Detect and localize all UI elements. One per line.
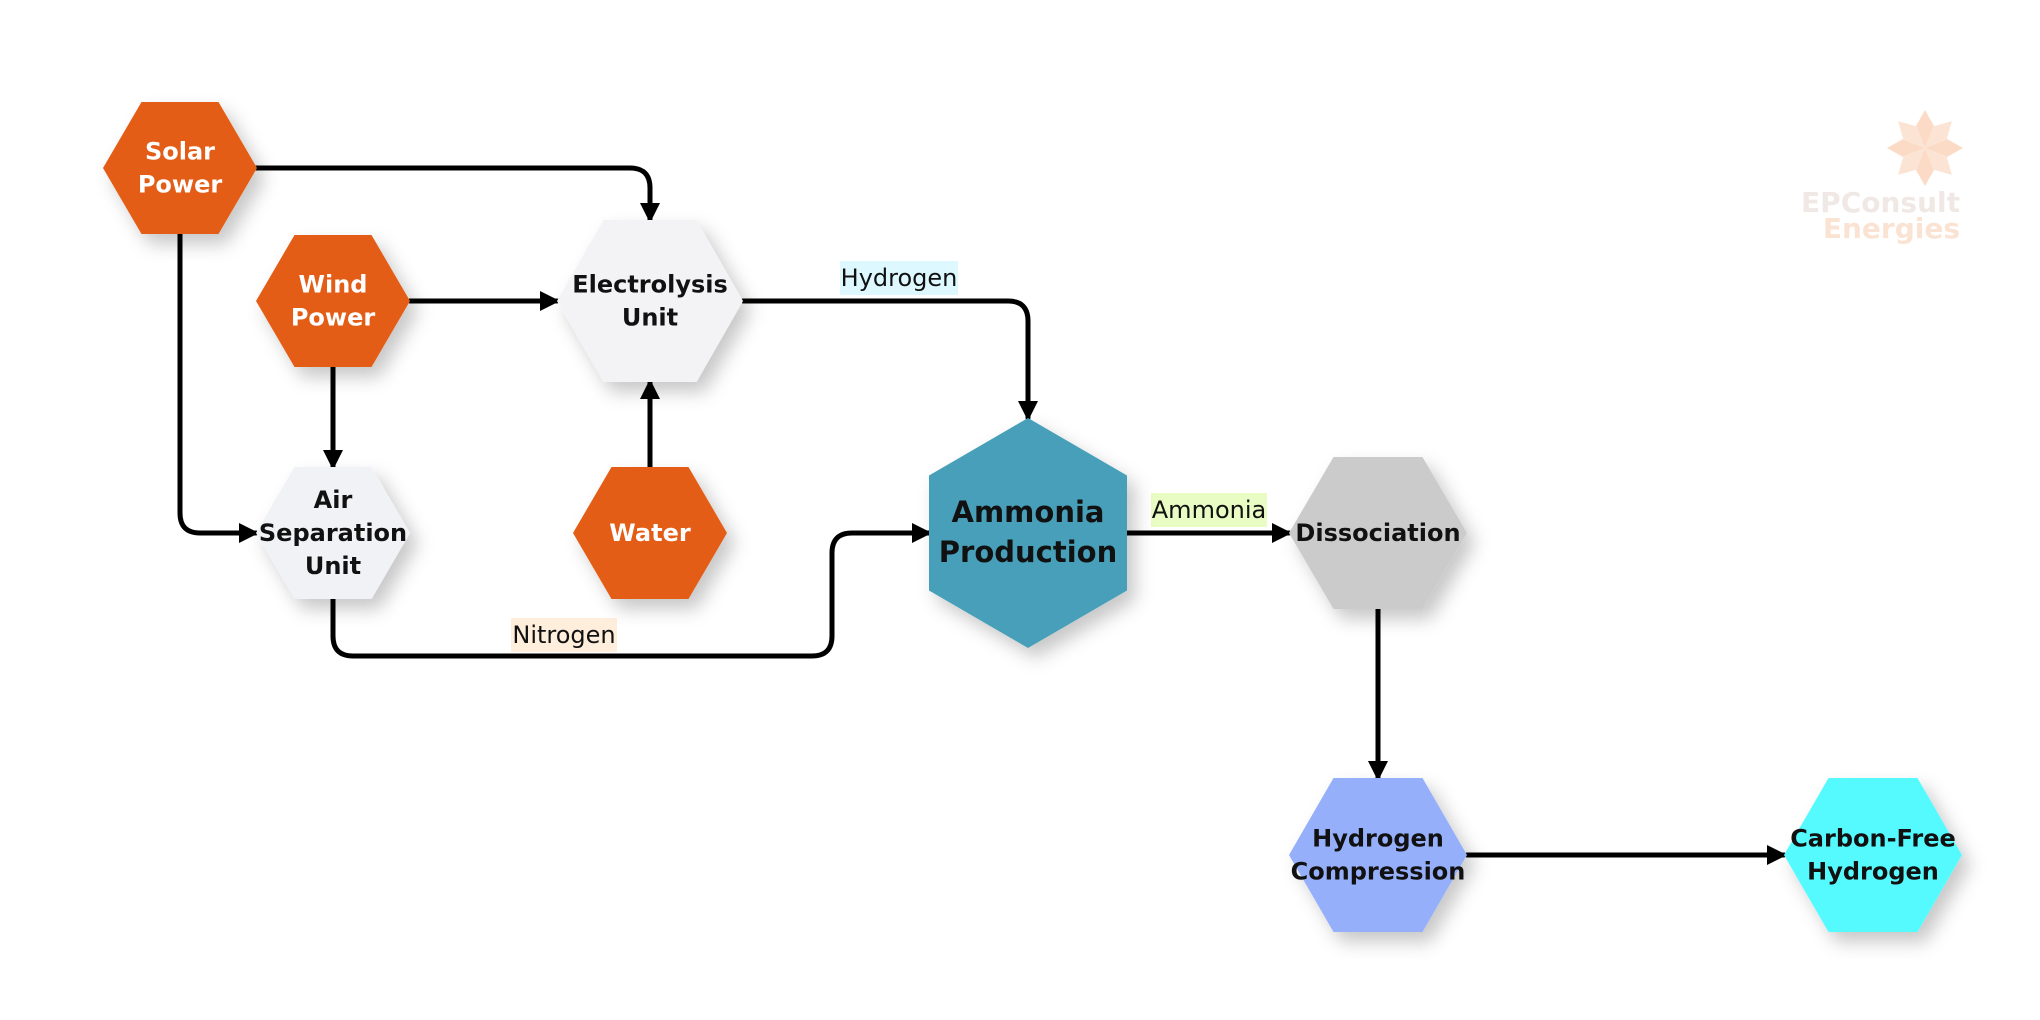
edge-label-text: Ammonia (1152, 496, 1266, 524)
node-label-line: Unit (305, 552, 361, 580)
edge-label-nitrogen: Nitrogen (511, 618, 617, 652)
hexagon-shape (103, 102, 257, 234)
node-label-line: Solar (145, 138, 215, 166)
node-label-line: Unit (622, 304, 678, 332)
node-label-line: Power (138, 171, 223, 199)
logo-line-2: Energies (1823, 212, 1960, 245)
hexagon-shape (557, 220, 743, 382)
edge-electrolysis-unit-to-ammonia-production (740, 298, 1038, 421)
nodes: SolarPowerWindPowerElectrolysisUnitAirSe… (103, 102, 1962, 932)
node-label-line: Hydrogen (1312, 825, 1444, 853)
edge-label-background (511, 618, 617, 652)
node-label-line: Ammonia (952, 495, 1105, 529)
hexagon-shape (256, 467, 410, 599)
node-label-line: Hydrogen (1807, 858, 1939, 886)
edges (177, 165, 1787, 865)
edge-label-text: Nitrogen (512, 621, 615, 649)
hexagon-shape (1289, 457, 1467, 609)
edge-label-text: Hydrogen (841, 264, 958, 292)
edge-solar-power-to-air-separation-unit (177, 231, 259, 543)
edge-air-separation-unit-to-ammonia-production (330, 523, 932, 659)
edge-label-background (840, 261, 958, 295)
node-water: Water (573, 467, 727, 599)
node-label-line: Air (314, 486, 353, 514)
node-label-line: Separation (259, 519, 407, 547)
node-label-line: Wind (299, 271, 368, 299)
edge-solar-power-to-electrolysis-unit (253, 165, 660, 223)
node-label-line: Production (939, 535, 1117, 569)
node-label-line: Carbon-Free (1790, 825, 1956, 853)
star-icon (1887, 110, 1963, 186)
edge-label-ammonia: Ammonia (1151, 493, 1267, 527)
node-label-line: Compression (1291, 858, 1466, 886)
edge-label-hydrogen: Hydrogen (840, 261, 958, 295)
edge-label-background (1151, 493, 1267, 527)
hexagon-shape (573, 467, 727, 599)
node-label-line: Electrolysis (572, 271, 728, 299)
hexagon-shape (929, 418, 1127, 648)
epconsult-logo: EPConsult Energies (1801, 110, 1963, 245)
node-label-line: Power (291, 304, 376, 332)
node-label-line: Dissociation (1295, 519, 1460, 547)
node-label-line: Water (609, 519, 691, 547)
hexagon-shape (1289, 778, 1467, 932)
hexagon-shape (256, 235, 410, 367)
node-dissociation: Dissociation (1289, 457, 1467, 609)
hexagon-shape (1784, 778, 1962, 932)
logo-line-1: EPConsult (1801, 186, 1960, 219)
